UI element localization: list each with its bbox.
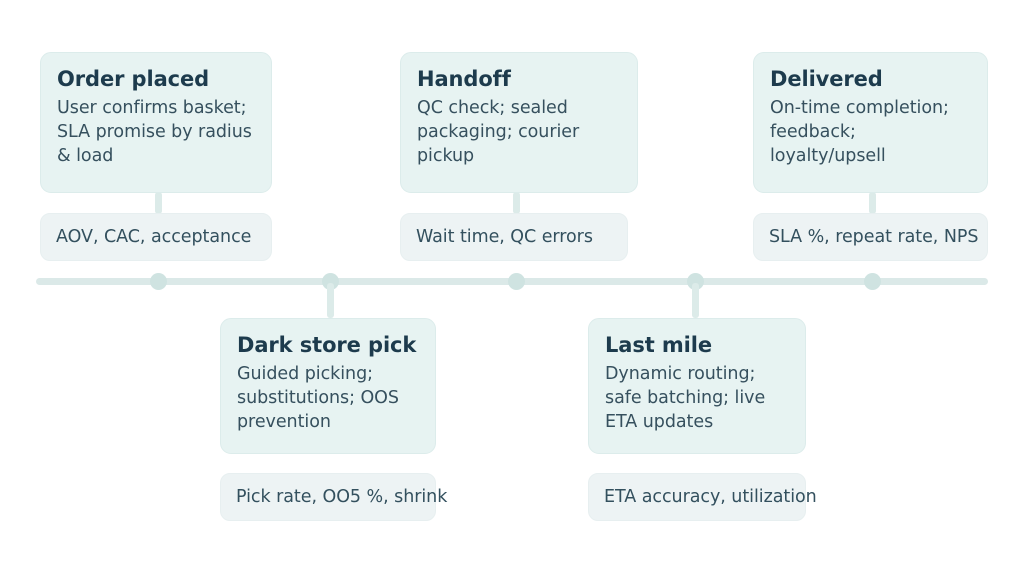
stage-card-dark-store-pick[interactable]: Dark store pick Guided picking; substitu… xyxy=(220,318,436,454)
stage-title-last-mile: Last mile xyxy=(605,333,713,357)
timeline-node-4[interactable] xyxy=(687,273,704,290)
stage-description-handoff: QC check; sealed packaging; courier pick… xyxy=(417,98,580,167)
stage-title-handoff: Handoff xyxy=(417,67,511,91)
connector-stage-3 xyxy=(513,192,520,214)
timeline-node-2[interactable] xyxy=(322,273,339,290)
connector-stage-1 xyxy=(155,192,162,214)
stage-title-dark-store-pick: Dark store pick xyxy=(237,333,417,357)
stage-title-order-placed: Order placed xyxy=(57,67,210,91)
stage-metrics-dark-store-pick[interactable]: Pick rate, OO5 %, shrink xyxy=(220,473,447,521)
stage-metrics-text-handoff: Wait time, QC errors xyxy=(416,227,593,247)
stage-description-dark-store-pick: Guided picking; substitutions; OOS preve… xyxy=(237,364,399,433)
stage-metrics-text-order-placed: AOV, CAC, acceptance xyxy=(56,227,252,247)
connector-stage-2 xyxy=(327,283,334,318)
connector-stage-4 xyxy=(692,283,699,318)
stage-metrics-text-last-mile: ETA accuracy, utilization xyxy=(604,487,817,507)
connector-stage-5 xyxy=(869,192,876,214)
stage-description-order-placed: User confirms basket; SLA promise by rad… xyxy=(57,98,252,167)
stage-metrics-text-delivered: SLA %, repeat rate, NPS xyxy=(769,227,979,247)
timeline-node-1[interactable] xyxy=(150,273,167,290)
timeline-node-5[interactable] xyxy=(864,273,881,290)
stage-card-handoff[interactable]: Handoff QC check; sealed packaging; cour… xyxy=(400,52,638,193)
stage-description-delivered: On-time completion; feedback; loyalty/up… xyxy=(770,98,949,167)
stage-description-last-mile: Dynamic routing; safe batching; live ETA… xyxy=(605,364,766,433)
timeline-node-3[interactable] xyxy=(508,273,525,290)
stage-card-last-mile[interactable]: Last mile Dynamic routing; safe batching… xyxy=(588,318,806,454)
stage-card-delivered[interactable]: Delivered On-time completion; feedback; … xyxy=(753,52,988,193)
stage-metrics-text-dark-store-pick: Pick rate, OO5 %, shrink xyxy=(236,487,448,507)
stage-metrics-delivered[interactable]: SLA %, repeat rate, NPS xyxy=(753,213,988,261)
stage-metrics-order-placed[interactable]: AOV, CAC, acceptance xyxy=(40,213,272,261)
stage-metrics-handoff[interactable]: Wait time, QC errors xyxy=(400,213,628,261)
stage-card-order-placed[interactable]: Order placed User confirms basket; SLA p… xyxy=(40,52,272,193)
stage-title-delivered: Delivered xyxy=(770,67,883,91)
stage-metrics-last-mile[interactable]: ETA accuracy, utilization xyxy=(588,473,817,521)
